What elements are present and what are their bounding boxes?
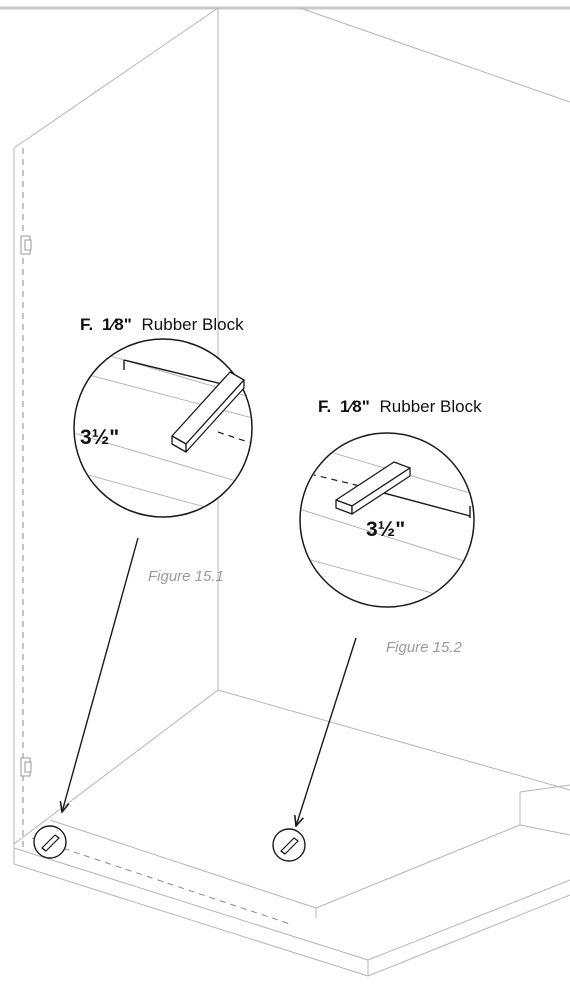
door-glass-edge (22, 148, 291, 925)
detail-circle-1 (73, 338, 253, 518)
callout-letter: F. (80, 315, 93, 334)
enclosure-frame (13, 7, 570, 977)
callout-size: 1⁄8" (102, 315, 132, 334)
figure-caption-2: Figure 15.2 (386, 639, 463, 656)
hinge-icon (20, 235, 32, 255)
callout-title-2: F. 1⁄8" Rubber Block (318, 397, 482, 416)
callout-size: 1⁄8" (340, 397, 370, 416)
leader-arrow-1 (62, 537, 139, 812)
callout-name: Rubber Block (380, 397, 483, 416)
figure-caption-1: Figure 15.1 (148, 568, 224, 585)
rubber-block-marker-1 (33, 825, 67, 859)
detail-circle-2 (299, 432, 475, 608)
dimension-label-1: 3½" (80, 426, 119, 449)
callout-name: Rubber Block (142, 315, 245, 334)
rubber-block-marker-2 (272, 828, 306, 862)
callout-letter: F. (318, 397, 331, 416)
hinge-icon (20, 757, 32, 777)
callout-title-1: F. 1⁄8" Rubber Block (80, 315, 244, 334)
leader-arrow-2 (296, 637, 357, 826)
dimension-label-2: 3½" (366, 518, 405, 541)
